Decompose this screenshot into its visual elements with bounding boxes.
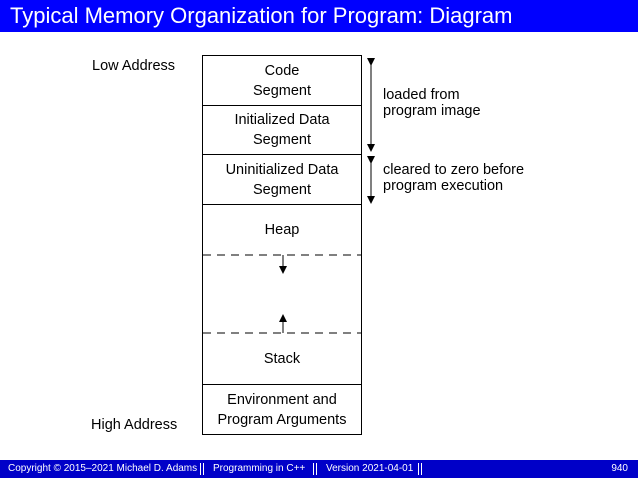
footer-separator-icon (418, 463, 422, 475)
footer-page-number: 940 (611, 463, 628, 474)
stack-label: Stack (263, 351, 301, 367)
loaded-annotation: loaded from program image (383, 87, 481, 119)
footer-separator-icon (313, 463, 317, 475)
page-title: Typical Memory Organization for Program:… (10, 3, 513, 28)
footer-version: Version 2021-04-01 (326, 463, 414, 474)
environment-segment-label: Environment and Program Arguments (217, 391, 347, 428)
code-segment-label: Code Segment (252, 62, 312, 99)
heap-label: Heap (264, 222, 300, 238)
low-address-label: Low Address (92, 58, 176, 74)
code-segment: Code Segment (202, 55, 362, 106)
title-bar: Typical Memory Organization for Program:… (0, 0, 638, 32)
footer-course: Programming in C++ (213, 463, 306, 474)
environment-segment: Environment and Program Arguments (202, 384, 362, 435)
footer-copyright: Copyright © 2015–2021 Michael D. Adams (8, 463, 198, 474)
footer-separator-icon (200, 463, 204, 475)
footer-bar: Copyright © 2015–2021 Michael D. Adams P… (0, 460, 638, 478)
initialized-data-segment-label: Initialized Data Segment (234, 112, 330, 148)
high-address-label: High Address (91, 417, 178, 433)
heap-stack-region: Heap Stack (202, 204, 362, 385)
initialized-data-segment: Initialized Data Segment (202, 105, 362, 155)
cleared-annotation: cleared to zero before program execution (383, 162, 525, 194)
uninitialized-data-segment-label: Uninitialized Data Segment (225, 161, 339, 198)
